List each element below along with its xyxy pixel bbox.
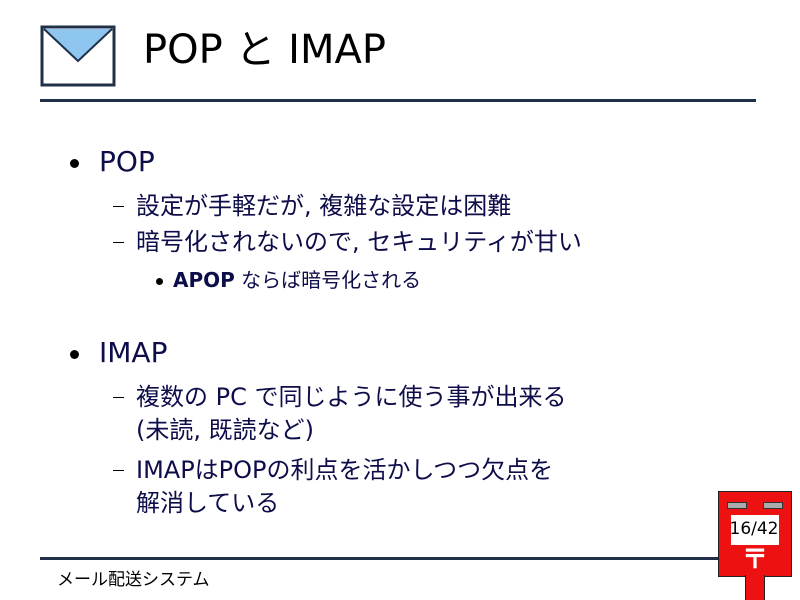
- footer-text: メール配送システム: [57, 570, 210, 590]
- postbox-slot-right: [763, 502, 783, 509]
- postmark-icon: 〒: [742, 545, 769, 575]
- page-number: 16/42: [729, 519, 779, 539]
- postbox-panel: [731, 515, 779, 545]
- bullet-dot-icon: [70, 159, 79, 168]
- dash-icon: [113, 206, 124, 207]
- subitem-text: 暗号化されないので, セキュリティが甘い: [136, 228, 582, 256]
- dash-icon: [113, 397, 124, 398]
- subitem-line-1: 複数の PC で同じように使う事が出来る: [136, 383, 567, 411]
- envelope-icon: [40, 25, 116, 87]
- bullet-label: POP: [99, 145, 155, 178]
- bullet-label: IMAP: [99, 336, 168, 369]
- note-text: APOP ならば暗号化される: [173, 265, 421, 295]
- footer-divider: [40, 557, 756, 560]
- note-bold: APOP: [173, 268, 235, 292]
- dash-icon: [113, 470, 124, 471]
- slide-body: POP 設定が手軽だが, 複雑な設定は困難 暗号化されないので, セキュリティが…: [70, 145, 582, 520]
- subitem-line-2: 解消している: [136, 489, 280, 517]
- subitem-line-1: IMAPはPOPの利点を活かしつつ欠点を: [136, 456, 554, 484]
- title-divider: [40, 99, 756, 102]
- slide-title: POP と IMAP: [143, 27, 386, 73]
- postbox-icon: [718, 491, 792, 577]
- note-rest: ならば暗号化される: [234, 268, 422, 292]
- subitem-line-2: (未読, 既読など): [136, 416, 314, 444]
- postbox-stand: [745, 575, 765, 600]
- subitem-text: 設定が手軽だが, 複雑な設定は困難: [136, 192, 512, 220]
- dash-icon: [113, 242, 124, 243]
- subitem-text: IMAPはPOPの利点を活かしつつ欠点を解消している: [136, 454, 553, 520]
- subitem-text: 複数の PC で同じように使う事が出来る (未読, 既読など): [136, 381, 567, 447]
- postbox-slot-left: [727, 502, 747, 509]
- bullet-dot-icon: [156, 278, 163, 285]
- bullet-dot-icon: [70, 350, 79, 359]
